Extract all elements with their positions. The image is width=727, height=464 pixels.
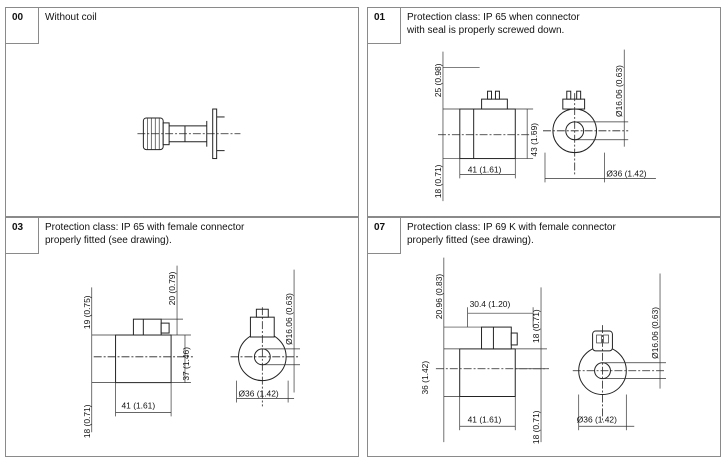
coil-side-view — [435, 257, 549, 443]
coil-front-view — [230, 269, 301, 407]
coil-side-view — [438, 51, 534, 202]
panel-title: Protection class: IP 69 K with female co… — [407, 222, 616, 246]
panel-header: 01 Protection class: IP 65 when connecto… — [368, 8, 720, 44]
panel-00: 00 Without coil — [5, 7, 359, 217]
panel-header: 07 Protection class: IP 69 K with female… — [368, 218, 720, 254]
panel-code: 07 — [368, 218, 401, 254]
panel-code: 00 — [6, 8, 39, 44]
dim-connector: 20 (0.79) — [167, 271, 177, 305]
panel-title: Protection class: IP 65 when connector w… — [407, 12, 580, 36]
dim-right: 18 (0.71) — [531, 309, 541, 343]
panel-header: 03 Protection class: IP 65 with female c… — [6, 218, 358, 254]
dim-bottom: 18 (0.71) — [82, 404, 92, 438]
dim-top: 19 (0.75) — [82, 295, 92, 329]
dim-dia-large: Ø36 (1.42) — [606, 168, 646, 178]
dim-dia-small: Ø16.06 (0.63) — [650, 307, 660, 359]
dim-top: 25 (0.98) — [433, 63, 443, 97]
dim-dia-small: Ø16.06 (0.63) — [284, 293, 294, 345]
coil-front-view — [572, 273, 666, 431]
panel-header: 00 Without coil — [6, 8, 358, 44]
drawing-ip65-female-connector: 19 (0.75) 20 (0.79) 37 (1.46) 18 (0.71) … — [82, 265, 301, 438]
dim-height: 37 (1.46) — [181, 347, 191, 381]
panel-code: 01 — [368, 8, 401, 44]
dim-height: 36 (1.42) — [420, 361, 430, 395]
panel-title: Without coil — [45, 12, 97, 23]
dim-dia-large: Ø36 (1.42) — [577, 414, 617, 424]
dim-width: 41 (1.61) — [122, 400, 156, 410]
panel-code: 03 — [6, 218, 39, 254]
dim-bottom: 18 (0.71) — [433, 164, 443, 198]
coil-side-view — [91, 265, 193, 433]
drawing-ip65-connector: 25 (0.98) 43 (1.69) 18 (0.71) 41 (1.61) — [433, 49, 656, 202]
drawing-ip69k-female-connector: 20.96 (0.83) 30.4 (1.20) 18 (0.71) 36 (1… — [420, 257, 666, 444]
panel-03: 03 Protection class: IP 65 with female c… — [5, 217, 359, 457]
panel-01: 01 Protection class: IP 65 when connecto… — [367, 7, 721, 217]
dim-offset: 30.4 (1.20) — [470, 299, 511, 309]
dim-height: 43 (1.69) — [529, 123, 539, 157]
dim-dia-large: Ø36 (1.42) — [239, 389, 279, 399]
dim-width: 41 (1.61) — [468, 164, 502, 174]
drawing-without-coil — [137, 108, 241, 160]
coil-front-view — [543, 49, 656, 183]
dim-bottom: 18 (0.71) — [531, 410, 541, 444]
panel-07: 07 Protection class: IP 69 K with female… — [367, 217, 721, 457]
dim-width: 41 (1.61) — [468, 414, 502, 424]
dim-top: 20.96 (0.83) — [434, 274, 444, 320]
dim-dia-small: Ø16.06 (0.63) — [614, 65, 624, 117]
panel-title: Protection class: IP 65 with female conn… — [45, 222, 245, 246]
